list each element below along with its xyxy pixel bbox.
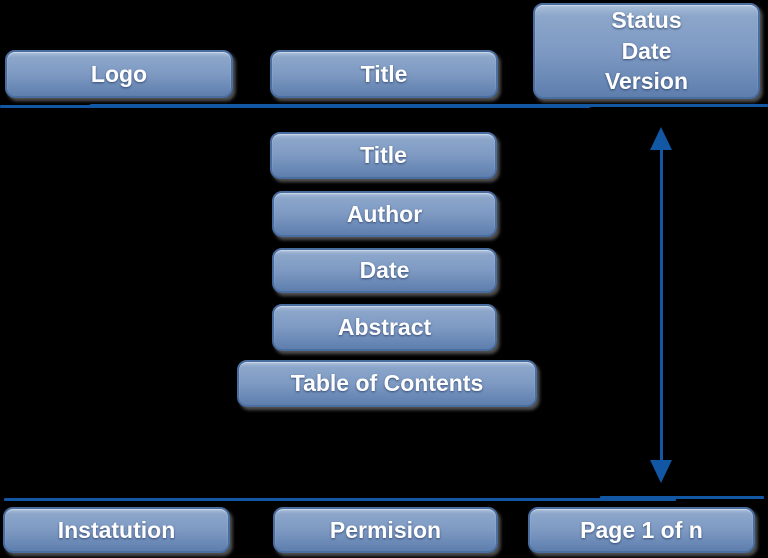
header-separator-line [0,105,590,108]
header-title-box: Title [270,50,498,98]
logo-label: Logo [90,60,148,87]
abstract-label: Abstract [337,314,432,340]
body-title-label: Title [360,142,407,168]
permission-label: Permision [329,516,442,543]
footer-separator-line [4,498,676,501]
arrow-up-head-icon [650,127,672,150]
table-of-contents-box: Table of Contents [237,360,537,407]
author-box: Author [272,191,497,237]
header-title-label: Title [360,60,408,87]
abstract-box: Abstract [272,304,497,351]
arrow-down-head-icon [650,460,672,483]
arrow-shaft [660,148,663,462]
date-box-label: Date [359,257,410,283]
date-label: Date [621,37,672,64]
logo-box: Logo [5,50,233,98]
version-label: Version [604,68,689,95]
table-of-contents-label: Table of Contents [290,370,484,396]
institution-label: Instatution [57,516,176,543]
date-box: Date [272,248,497,293]
permission-box: Permision [273,507,498,553]
footer-separator-line-segment [600,496,764,499]
page-number-box: Page 1 of n [528,507,755,553]
body-title-box: Title [270,132,497,179]
status-label: Status [611,7,682,34]
institution-box: Instatution [3,507,230,553]
author-label: Author [346,200,423,227]
status-date-version-box: Status Date Version [533,3,760,99]
header-separator-line-segment [90,103,768,107]
page-number-label: Page 1 of n [580,516,703,543]
